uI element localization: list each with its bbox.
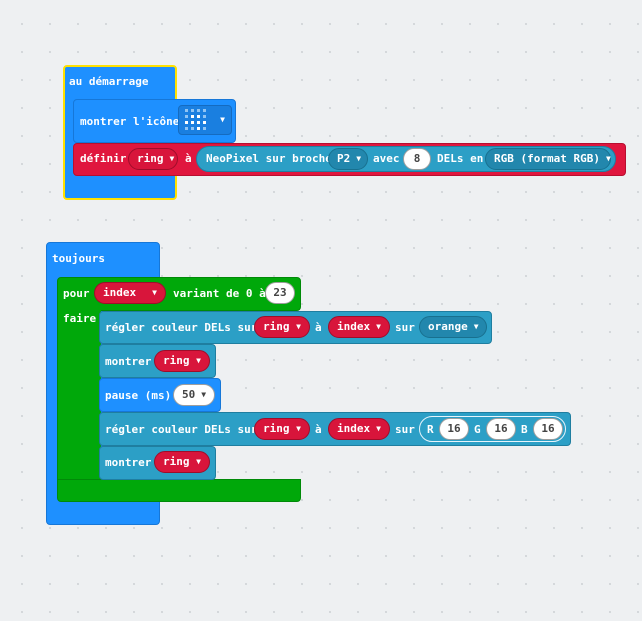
loop-max-input[interactable]: 23	[265, 282, 295, 304]
at-label: à	[315, 423, 322, 436]
chevron-down-icon: ▼	[296, 322, 301, 331]
small-heart-led-icon	[185, 109, 206, 130]
chevron-down-icon: ▼	[201, 390, 207, 399]
strip-variable-dropdown[interactable]: ring ▼	[128, 148, 178, 170]
index-dropdown[interactable]: index ▼	[328, 316, 390, 338]
g-label: G	[474, 423, 481, 436]
chevron-down-icon: ▼	[376, 322, 381, 331]
show-strip-label: montrer	[105, 456, 152, 469]
color-dropdown[interactable]: orange ▼	[419, 316, 487, 338]
define-label: définir	[80, 152, 127, 165]
leds-in-label: DELs en	[437, 152, 484, 165]
chevron-down-icon: ▼	[152, 288, 157, 297]
to-label: à	[185, 152, 192, 165]
index-variable-dropdown[interactable]: index ▼	[94, 282, 166, 304]
pause-label: pause (ms)	[105, 389, 172, 402]
chevron-down-icon: ▼	[376, 424, 381, 433]
led-count-input[interactable]: 8	[403, 148, 431, 170]
chevron-down-icon: ▼	[220, 115, 225, 124]
mode-dropdown[interactable]: RGB (format RGB) ▼	[485, 148, 611, 170]
strip-name: ring	[263, 422, 290, 435]
chevron-down-icon: ▼	[605, 154, 611, 163]
for-label: pour	[63, 287, 90, 300]
blue-value-input[interactable]: 16	[533, 418, 563, 440]
mode-value: RGB (format RGB)	[494, 152, 600, 165]
set-pixel-color-label: régler couleur DELs sur	[105, 423, 258, 436]
chevron-down-icon: ▼	[169, 154, 175, 163]
strip-dropdown[interactable]: ring ▼	[254, 418, 310, 440]
show-icon-label: montrer l'icône	[80, 115, 180, 128]
r-label: R	[427, 423, 434, 436]
on-start-label: au démarrage	[69, 75, 149, 88]
strip-name: ring	[163, 354, 190, 367]
range-label: variant de 0 à	[173, 287, 266, 300]
neopixel-label: NeoPixel sur broche	[206, 152, 332, 165]
pause-duration-dropdown[interactable]: 50 ▼	[173, 384, 215, 406]
b-label: B	[521, 423, 528, 436]
chevron-down-icon: ▼	[196, 457, 201, 466]
with-label: avec	[373, 152, 400, 165]
pin-value: P2	[337, 152, 351, 165]
chevron-down-icon: ▼	[296, 424, 301, 433]
strip-dropdown[interactable]: ring ▼	[154, 451, 210, 473]
strip-name: ring	[263, 320, 290, 333]
chevron-down-icon: ▼	[196, 356, 201, 365]
red-value-input[interactable]: 16	[439, 418, 469, 440]
green-value-input[interactable]: 16	[486, 418, 516, 440]
index-name: index	[337, 422, 371, 435]
for-loop-block[interactable]	[57, 277, 301, 311]
index-dropdown[interactable]: index ▼	[328, 418, 390, 440]
do-label: faire	[63, 312, 97, 325]
strip-variable-name: ring	[137, 152, 164, 165]
strip-dropdown[interactable]: ring ▼	[154, 350, 210, 372]
index-name: index	[337, 320, 371, 333]
chevron-down-icon: ▼	[356, 154, 362, 163]
strip-name: ring	[163, 455, 190, 468]
forever-label: toujours	[52, 252, 105, 265]
chevron-down-icon: ▼	[473, 322, 479, 331]
color-name: orange	[428, 320, 468, 333]
for-loop-body-rail	[57, 306, 101, 486]
at-label: à	[315, 321, 322, 334]
pin-dropdown[interactable]: P2 ▼	[328, 148, 368, 170]
icon-dropdown[interactable]: ▼	[178, 105, 232, 135]
on-label: sur	[395, 423, 415, 436]
on-label: sur	[395, 321, 415, 334]
index-variable-name: index	[103, 286, 137, 299]
strip-dropdown[interactable]: ring ▼	[254, 316, 310, 338]
pause-value: 50	[182, 388, 196, 401]
set-pixel-color-label: régler couleur DELs sur	[105, 321, 258, 334]
show-strip-label: montrer	[105, 355, 152, 368]
for-loop-bottom	[57, 479, 301, 502]
